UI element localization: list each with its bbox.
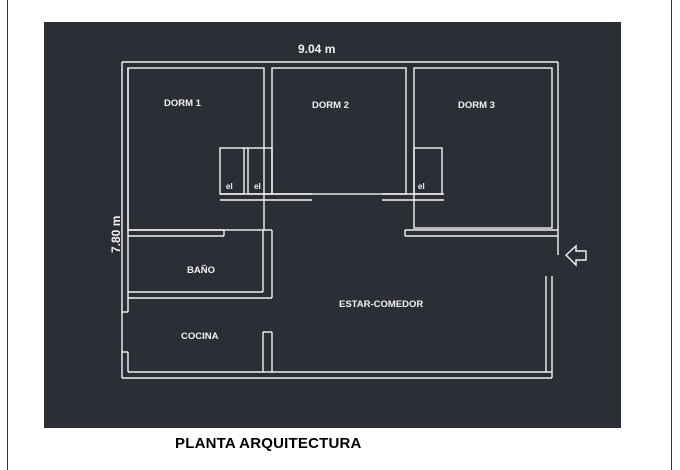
dimension-width: 9.04 m xyxy=(298,42,335,56)
dimension-height: 7.80 m xyxy=(109,216,123,253)
bano-cocina-walls xyxy=(122,229,273,372)
page-border-left xyxy=(7,0,8,470)
label-dorm-3: DORM 3 xyxy=(458,100,495,111)
label-closet-3: el xyxy=(418,182,425,191)
label-dorm-1: DORM 1 xyxy=(164,98,202,109)
label-cocina: COCINA xyxy=(181,331,219,342)
dorm-3-walls xyxy=(404,67,558,237)
floor-plan: DORM 1 DORM 2 DORM 3 el el el BAÑO COCIN… xyxy=(109,42,587,379)
label-bano: BAÑO xyxy=(187,265,215,276)
dorm-2-walls xyxy=(220,67,444,201)
dorm-1-walls xyxy=(127,67,265,231)
drawing-canvas: DORM 1 DORM 2 DORM 3 el el el BAÑO COCIN… xyxy=(44,22,621,428)
arrow-left-icon xyxy=(564,244,587,267)
page-border-right xyxy=(671,0,672,470)
label-closet-1: el xyxy=(226,182,233,191)
label-estar-comedor: ESTAR-COMEDOR xyxy=(339,299,423,310)
label-closet-2: el xyxy=(254,182,261,191)
label-dorm-2: DORM 2 xyxy=(312,100,349,111)
drawing-title: PLANTA ARQUITECTURA xyxy=(175,435,362,452)
